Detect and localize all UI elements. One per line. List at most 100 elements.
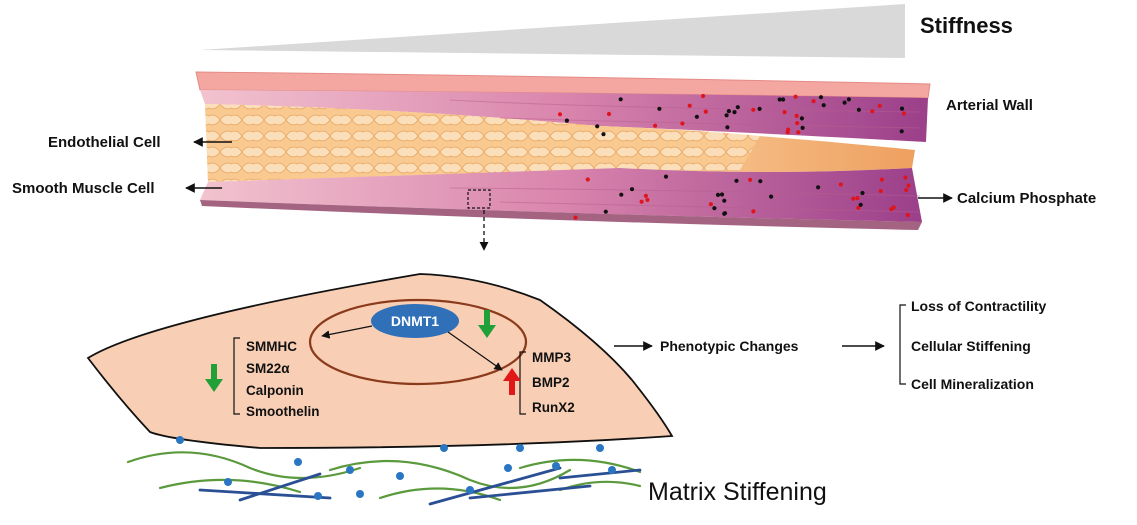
calcium-dot: [639, 199, 644, 204]
nucleus: [308, 298, 528, 386]
calcium-dot: [821, 103, 826, 108]
calcium-dot: [818, 95, 824, 100]
calcium-dot: [889, 207, 894, 212]
calcium-dot: [703, 109, 708, 114]
calcium-dot: [657, 106, 662, 111]
calcium-dot: [842, 100, 847, 105]
calcium-dot: [906, 183, 911, 188]
calcium-dot: [585, 177, 590, 182]
calcium-dot: [732, 110, 737, 115]
calcium-dot: [794, 113, 799, 118]
calcium-phosphate-label: Calcium Phosphate: [957, 190, 1096, 207]
arterial-wall-label: Arterial Wall: [946, 97, 1033, 114]
dnmt1-oval: [371, 304, 459, 338]
calcium-dot: [757, 106, 762, 111]
calcium-dot: [878, 188, 883, 194]
calcium-dot: [724, 113, 729, 118]
contractile-markers-group: SMMHC SM22α Calponin Smoothelin: [205, 337, 320, 419]
calcium-dot: [899, 129, 904, 134]
zoom-region-box: [467, 189, 491, 209]
outcomes-group: Loss of Contractility Cellular Stiffenin…: [899, 298, 1047, 392]
osteogenic-marker-bmp2: BMP2: [532, 375, 570, 390]
calcium-dot: [879, 177, 885, 182]
calcium-dot: [751, 107, 756, 112]
contractile-marker-calponin: Calponin: [246, 383, 304, 398]
smooth-muscle-cell-body: [86, 273, 674, 449]
calcium-dot: [701, 93, 706, 99]
calcium-dot: [715, 192, 721, 197]
calcium-dot: [856, 107, 862, 112]
calcium-dot: [573, 215, 578, 220]
calcium-dot: [811, 99, 816, 104]
calcium-dot: [595, 124, 600, 129]
calcium-dot: [800, 125, 805, 130]
calcium-phosphate-deposits: [557, 93, 911, 220]
calcium-dot: [846, 97, 852, 102]
dnmt1-to-contractile-arrow: [321, 325, 373, 339]
calcium-dot: [722, 198, 727, 203]
calcium-dot: [751, 209, 756, 214]
dnmt1-label: DNMT1: [391, 313, 439, 329]
calcium-dot: [725, 125, 730, 130]
calcium-dot: [855, 196, 860, 201]
calcium-dot: [629, 187, 635, 192]
calcium-dot: [777, 97, 782, 102]
calcium-dot: [712, 206, 717, 211]
osteogenic-markers-group: MMP3 BMP2 RunX2: [503, 350, 575, 415]
calcium-dot: [905, 213, 910, 218]
calcium-dot: [734, 178, 739, 183]
calcium-dot: [901, 111, 907, 116]
calcium-dot: [722, 211, 727, 216]
phenotypic-changes-label: Phenotypic Changes: [660, 338, 799, 354]
outcome-loss-of-contractility: Loss of Contractility: [911, 298, 1047, 314]
calcium-dot: [781, 97, 786, 102]
calcium-dot: [856, 205, 861, 210]
calcium-dot: [603, 209, 608, 214]
calcium-dot: [795, 121, 800, 126]
calcium-dot: [618, 97, 623, 102]
stiffness-gradient-wedge: [200, 4, 905, 58]
calcium-dot: [663, 174, 669, 179]
extracellular-matrix: [126, 436, 642, 506]
outcome-cellular-stiffening: Cellular Stiffening: [911, 338, 1031, 354]
contractile-marker-sm22a: SM22α: [246, 361, 290, 376]
endothelial-cell-label: Endothelial Cell: [48, 134, 161, 151]
calcium-dot: [899, 106, 905, 111]
stiffness-label: Stiffness: [920, 13, 1013, 38]
calcium-dot: [653, 123, 658, 128]
arterial-wall-illustration: [195, 71, 931, 230]
contractile-down-arrow: [205, 364, 223, 392]
calcium-dot: [758, 179, 763, 184]
osteogenic-up-arrow: [503, 368, 521, 395]
osteogenic-marker-mmp3: MMP3: [532, 350, 571, 365]
calcium-dot: [606, 111, 612, 117]
calcium-dot: [858, 202, 863, 207]
calcium-dot: [719, 192, 725, 197]
calcium-dot: [785, 130, 790, 135]
osteogenic-marker-runx2: RunX2: [532, 400, 575, 415]
calcium-dot: [708, 202, 714, 207]
calcium-dot: [564, 118, 570, 123]
calcium-dot: [799, 116, 805, 121]
calcium-dot: [870, 109, 875, 114]
calcium-dot: [782, 110, 787, 115]
calcium-dot: [903, 175, 908, 180]
calcium-dot: [769, 194, 774, 199]
calcium-dot: [796, 130, 801, 135]
calcium-dot: [643, 193, 649, 198]
smooth-muscle-cell-label: Smooth Muscle Cell: [12, 180, 155, 197]
calcium-dot: [680, 121, 685, 126]
calcium-dot: [726, 109, 732, 114]
calcium-dot: [687, 103, 692, 108]
dnmt1-down-arrow: [478, 310, 496, 338]
calcium-dot: [816, 185, 821, 190]
contractile-marker-smmhc: SMMHC: [246, 339, 297, 354]
calcium-dot: [904, 187, 909, 193]
calcium-dot: [619, 192, 624, 197]
dnmt1-to-osteogenic-arrow: [447, 331, 503, 371]
calcium-dot: [877, 103, 882, 108]
calcium-dot: [735, 105, 740, 110]
calcium-dot: [748, 177, 753, 182]
calcium-dot: [694, 114, 700, 119]
